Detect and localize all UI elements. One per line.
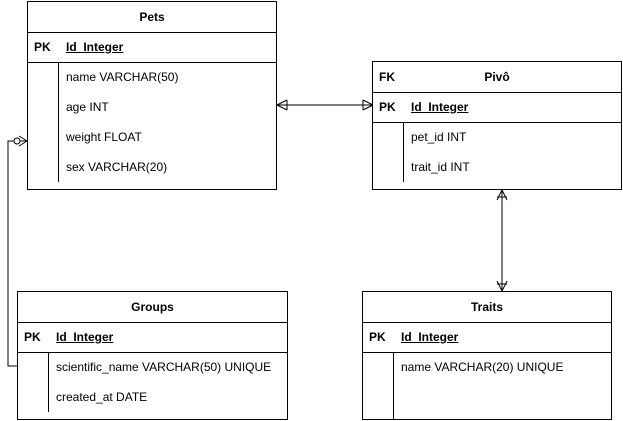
pk-field: Id_Integer	[56, 330, 114, 344]
entity-groups-title: Groups	[18, 292, 287, 323]
entity-pets[interactable]: Pets PK Id_Integer name VARCHAR(50) age …	[27, 1, 277, 190]
pk-label: PK	[34, 40, 51, 54]
connector-pivo-traits	[496, 189, 508, 292]
entity-pivo-header: FK Pivô	[373, 62, 621, 93]
attribute: scientific_name VARCHAR(50) UNIQUE	[56, 360, 272, 374]
entity-traits-title: Traits	[363, 292, 611, 323]
attribute: created_at DATE	[56, 390, 148, 404]
attribute: weight FLOAT	[66, 130, 142, 144]
key-column-divider	[403, 122, 404, 182]
entity-pivo-pk-row: PK Id_Integer	[373, 92, 621, 123]
entity-pets-pk-row: PK Id_Integer	[28, 32, 276, 63]
key-column-divider	[48, 352, 49, 412]
entity-traits[interactable]: Traits PK Id_Integer name VARCHAR(20) UN…	[362, 291, 612, 420]
key-column-divider	[58, 62, 59, 182]
fk-label: FK	[379, 70, 395, 84]
connector-pets-pivo	[276, 99, 374, 111]
attribute: trait_id INT	[411, 160, 470, 174]
pk-label: PK	[369, 330, 386, 344]
attribute: age INT	[66, 100, 109, 114]
pk-field: Id_Integer	[401, 330, 459, 344]
pk-label: PK	[379, 100, 396, 114]
attribute: pet_id INT	[411, 130, 467, 144]
attribute: name VARCHAR(20) UNIQUE	[401, 360, 564, 374]
pk-field: Id_Integer	[66, 40, 124, 54]
entity-pets-title: Pets	[28, 2, 276, 33]
entity-groups-pk-row: PK Id_Integer	[18, 322, 287, 353]
entity-traits-pk-row: PK Id_Integer	[363, 322, 611, 353]
attribute: name VARCHAR(50)	[66, 70, 179, 84]
entity-pivo[interactable]: FK Pivô PK Id_Integer pet_id INT trait_i…	[372, 61, 622, 190]
key-column-divider	[393, 352, 394, 420]
entity-pivo-title: Pivô	[484, 70, 510, 84]
attribute: sex VARCHAR(20)	[66, 160, 168, 174]
pk-field: Id_Integer	[411, 100, 469, 114]
entity-groups[interactable]: Groups PK Id_Integer scientific_name VAR…	[17, 291, 288, 420]
pk-label: PK	[24, 330, 41, 344]
